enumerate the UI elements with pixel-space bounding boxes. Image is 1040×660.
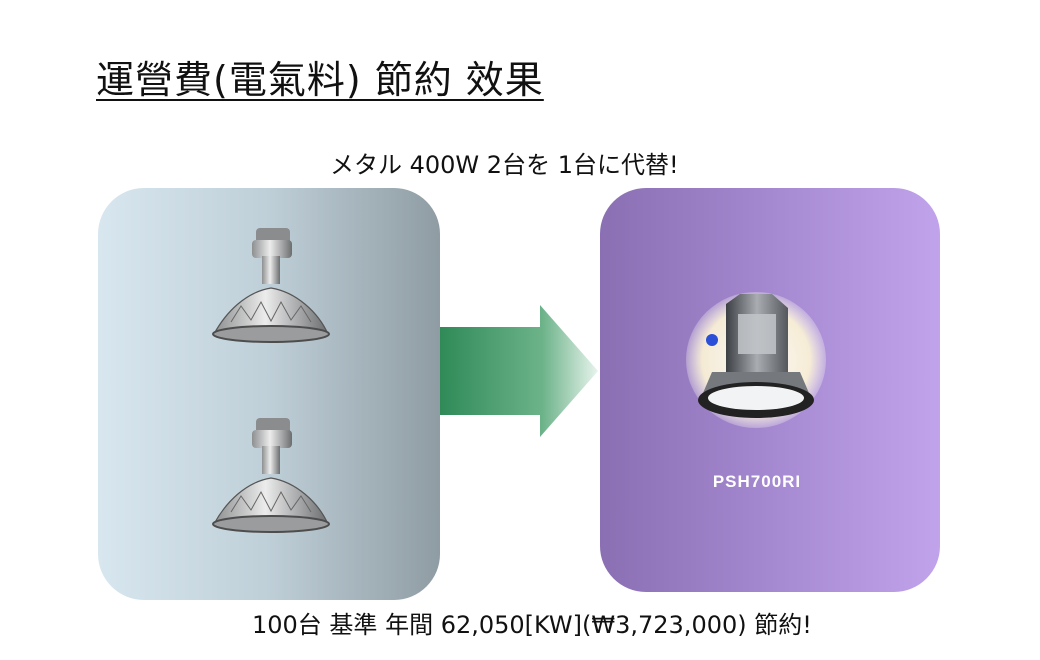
model-label: PSH700RI xyxy=(712,472,802,491)
right-arrow-icon xyxy=(440,305,598,437)
slide-subtitle: メタル 400W 2台を 1台に代替! xyxy=(330,151,679,179)
slide-title: 運營費(電氣料) 節約 效果 xyxy=(96,58,544,102)
savings-footer: 100台 基準 年間 62,050[KW](₩3,723,000) 節約! xyxy=(252,611,812,639)
metal-halide-lamp-icon xyxy=(212,228,330,343)
led-highbay-light-icon xyxy=(686,292,826,428)
metal-halide-lamp-icon xyxy=(212,418,330,533)
